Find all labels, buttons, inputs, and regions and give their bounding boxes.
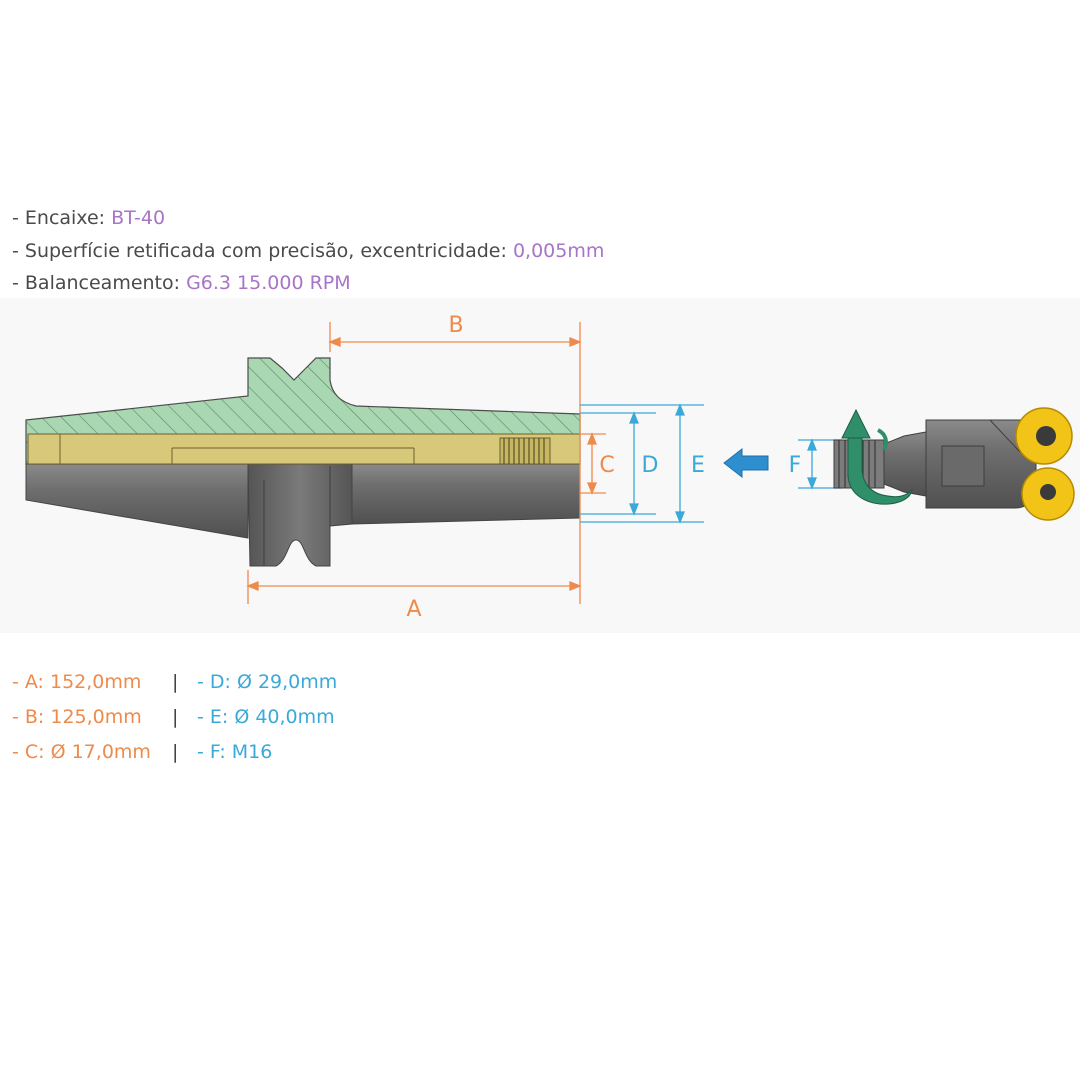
label-c: C bbox=[599, 453, 614, 478]
label-a: A bbox=[406, 597, 421, 622]
dimension-c-value: - C: Ø 17,0mm bbox=[12, 741, 151, 763]
dimension-e-value: - E: Ø 40,0mm bbox=[197, 706, 335, 728]
spec-value: G6.3 15.000 RPM bbox=[186, 272, 351, 294]
label-e: E bbox=[691, 453, 705, 478]
spec-label: - Superfície retificada com precisão, ex… bbox=[12, 239, 513, 262]
dimension-a-value: - A: 152,0mm bbox=[12, 671, 142, 693]
dimension-row: - A: 152,0mm | - D: Ø 29,0mm bbox=[12, 665, 412, 700]
insert-lower bbox=[1021, 467, 1075, 521]
spec-label: - Encaixe: bbox=[12, 207, 112, 229]
spec-encaixe: - Encaixe: BT-40 bbox=[12, 202, 604, 235]
insert-upper bbox=[1015, 407, 1073, 465]
dimension-d bbox=[580, 411, 656, 516]
spec-value: 0,005mm bbox=[512, 239, 605, 262]
dimension-list: - A: 152,0mm | - D: Ø 29,0mm - B: 125,0m… bbox=[12, 665, 412, 770]
tool-holder-diagram: B A C D bbox=[0, 298, 1080, 633]
dimension-row: - B: 125,0mm | - E: Ø 40,0mm bbox=[12, 700, 412, 735]
dimension-separator: | bbox=[172, 706, 179, 728]
holder-bore bbox=[27, 433, 581, 465]
dimension-c bbox=[580, 432, 606, 495]
dimension-separator: | bbox=[172, 671, 179, 693]
dimension-f bbox=[798, 438, 842, 490]
spec-balanceamento: - Balanceamento: G6.3 15.000 RPM bbox=[12, 267, 604, 300]
holder-lower-body bbox=[25, 463, 581, 567]
rotation-arrow-icon bbox=[841, 408, 913, 505]
spec-value: BT-40 bbox=[111, 207, 166, 229]
spec-superficie: - Superfície retificada com precisão, ex… bbox=[12, 235, 604, 268]
dimension-f-value: - F: M16 bbox=[197, 741, 273, 763]
dimension-b-value: - B: 125,0mm bbox=[12, 706, 142, 728]
dimension-row: - C: Ø 17,0mm | - F: M16 bbox=[12, 735, 412, 770]
label-b: B bbox=[448, 313, 463, 338]
dimension-b bbox=[328, 322, 582, 604]
dimension-a bbox=[246, 570, 582, 604]
milling-head bbox=[833, 419, 1037, 509]
dimension-e bbox=[580, 403, 704, 524]
diagram-svg: B A C D bbox=[25, 313, 1075, 622]
label-f: F bbox=[789, 453, 802, 478]
spec-list: - Encaixe: BT-40 - Superfície retificada… bbox=[12, 202, 604, 300]
label-d: D bbox=[642, 453, 659, 478]
insertion-arrow-icon bbox=[723, 447, 769, 479]
spec-label: - Balanceamento: bbox=[12, 272, 187, 294]
dimension-d-value: - D: Ø 29,0mm bbox=[197, 671, 338, 693]
dimension-separator: | bbox=[172, 741, 179, 763]
